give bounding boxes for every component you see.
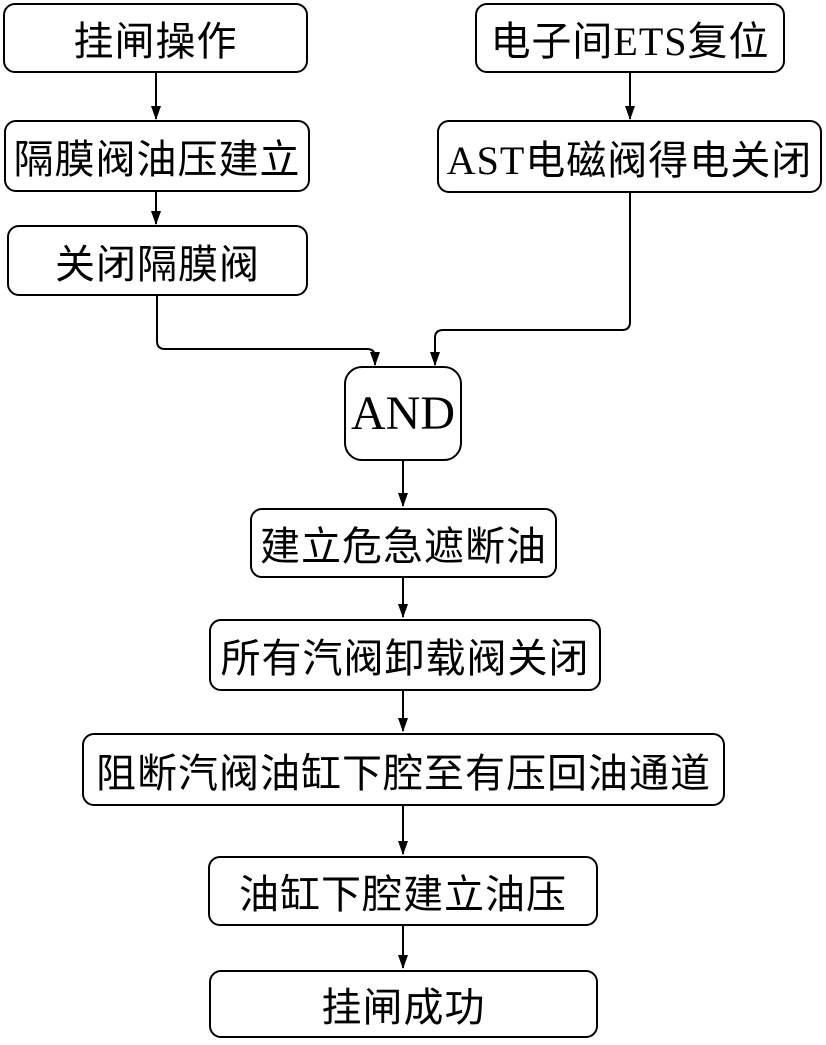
flowchart-node-diaphragm-oil-pressure: 隔膜阀油压建立 [4,120,310,192]
flowchart-node-label-ast-solenoid-close: AST电磁阀得电关闭 [446,137,813,183]
flowchart-node-label-latch-success: 挂闸成功 [321,985,486,1030]
flowchart-node-unloading-valves-closed: 所有汽阀卸载阀关闭 [209,619,601,691]
flowchart-node-label-emergency-trip-oil: 建立危急遮断油 [260,524,547,569]
flowchart-node-latch-success: 挂闸成功 [209,970,598,1038]
flowchart-edge-ast-to-and [430,193,631,366]
flowchart-edge-close-diaphragm-to-and [156,296,380,366]
flowchart-node-and-gate: AND [344,366,462,461]
flowchart-node-ast-solenoid-close: AST电磁阀得电关闭 [437,120,822,193]
flowchart-node-label-ets-reset: 电子间ETS复位 [490,19,770,64]
flowchart-node-emergency-trip-oil: 建立危急遮断油 [250,508,557,578]
flowchart-node-label-unloading-valves-closed: 所有汽阀卸载阀关闭 [220,636,590,681]
flowchart-node-label-block-return-oil-passage: 阻断汽阀油缸下腔至有压回油通道 [96,750,711,796]
flowchart-node-label-diaphragm-oil-pressure: 隔膜阀油压建立 [13,137,301,182]
flowchart-node-label-close-diaphragm-valve: 关闭隔膜阀 [55,241,260,287]
flowchart-node-close-diaphragm-valve: 关闭隔膜阀 [7,225,308,296]
flowchart-node-label-latch-operation: 挂闸操作 [73,19,238,64]
flowchart-node-latch-operation: 挂闸操作 [3,3,308,73]
flowchart-node-label-and-gate: AND [351,387,455,440]
flowchart-node-label-cylinder-lower-oil-pressure: 油缸下腔建立油压 [239,872,567,917]
flowchart-node-block-return-oil-passage: 阻断汽阀油缸下腔至有压回油通道 [82,733,725,806]
flowchart-node-cylinder-lower-oil-pressure: 油缸下腔建立油压 [208,856,598,926]
flowchart-edges [151,73,635,969]
flowchart-node-ets-reset: 电子间ETS复位 [475,3,785,73]
